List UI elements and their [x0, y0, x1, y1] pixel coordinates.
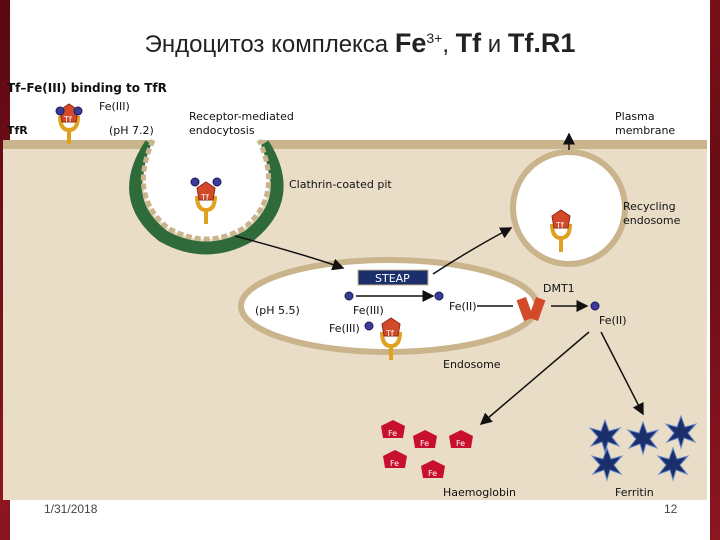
slide-date: 1/31/2018	[44, 502, 98, 516]
arrow-to-haemoglobin	[479, 331, 590, 425]
dmt1-transporter	[516, 296, 534, 322]
title-tfr: Tf.R1	[507, 28, 576, 58]
fe2-label-a: Fe(II)	[449, 300, 477, 313]
title-sup: 3+	[426, 30, 443, 46]
endosome-label: Endosome	[443, 358, 501, 371]
steap-box	[357, 269, 429, 286]
title-tf: Tf	[455, 28, 482, 58]
fe3-top-label: Fe(III)	[99, 100, 130, 113]
title-and: и	[481, 31, 508, 58]
pit-tf-label: Tf	[200, 193, 209, 202]
title-fe: Fe	[394, 28, 427, 58]
title-prefix: Эндоцитоз комплекса	[144, 31, 395, 58]
steap-label: STEAP	[375, 272, 410, 285]
plasma-label-1: Plasma	[615, 110, 655, 123]
haem-fe-4: Fe	[390, 459, 399, 468]
endo-iron-2	[364, 321, 374, 331]
ph72-label: (pH 7.2)	[109, 124, 154, 137]
arrow-to-ferritin	[600, 331, 644, 416]
haemoglobin-cluster	[381, 420, 473, 478]
haem-fe-3: Fe	[456, 439, 465, 448]
plasma-membrane	[3, 140, 707, 149]
slide-page-number: 12	[664, 502, 678, 516]
slide-title: Эндоцитоз комплекса Fe3+, Tf и Tf.R1	[0, 28, 720, 59]
endocytosis-diagram: Tf Tf Tf Tf STEAP Fe Fe Fe Fe Fe	[3, 81, 707, 500]
haem-fe-5: Fe	[428, 469, 437, 478]
recycling-endosome-vesicle	[510, 149, 628, 267]
fe3-label-b: Fe(III)	[329, 322, 360, 335]
haem-fe-1: Fe	[388, 429, 397, 438]
surface-tf-label: Tf	[63, 115, 72, 124]
haemoglobin-label: Haemoglobin	[443, 486, 516, 499]
arrow-to-recycling	[432, 227, 513, 275]
recycling-tf-label: Tf	[555, 221, 564, 230]
recycling-label-2: endosome	[623, 214, 681, 227]
endo-iron-3	[434, 291, 444, 301]
ferritin-label: Ferritin	[615, 486, 654, 499]
rme-label-1: Receptor-mediated	[189, 110, 294, 123]
pit-iron-1	[190, 177, 200, 187]
recycling-label-1: Recycling	[623, 200, 676, 213]
endosome-tf-label: Tf	[385, 329, 394, 338]
pit-iron-2	[212, 177, 222, 187]
cyto-iron	[590, 301, 600, 311]
haem-fe-2: Fe	[420, 439, 429, 448]
endo-iron-1	[344, 291, 354, 301]
heading-label: Tf–Fe(III) binding to TfR	[7, 81, 167, 95]
surface-iron-1	[55, 106, 65, 116]
clathrin-coat	[129, 140, 284, 255]
plasma-label-2: membrane	[615, 124, 675, 137]
tfr-label: TfR	[7, 124, 28, 137]
title-mid: ,	[442, 31, 456, 58]
clathrin-label: Clathrin-coated pit	[289, 178, 392, 191]
arrow-to-endosome	[234, 235, 345, 271]
dmt1-transporter-2	[528, 296, 546, 322]
dmt1-label: DMT1	[543, 282, 575, 295]
rme-label-2: endocytosis	[189, 124, 255, 137]
fe2-label-b: Fe(II)	[599, 314, 627, 327]
ph55-label: (pH 5.5)	[255, 304, 300, 317]
surface-iron-2	[73, 106, 83, 116]
fe3-label-a: Fe(III)	[353, 304, 384, 317]
